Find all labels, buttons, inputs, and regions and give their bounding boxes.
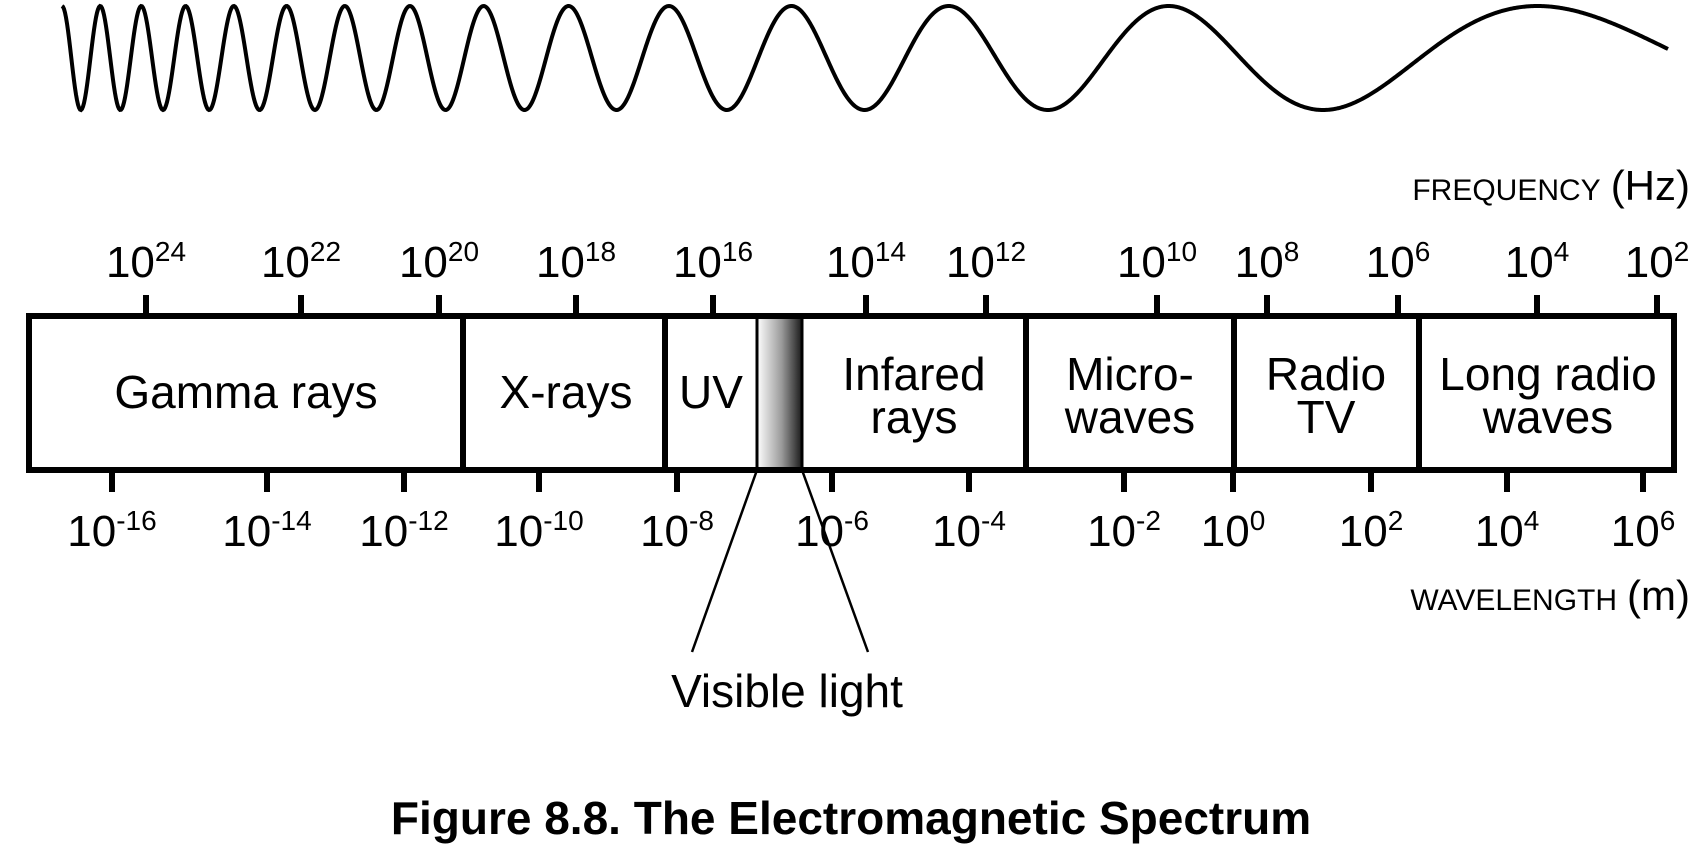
spectrum-bar (26, 313, 1677, 473)
svg-text:WAVELENGTH(m): WAVELENGTH (m) (1410, 572, 1690, 619)
band-label: Gamma rays (114, 366, 377, 418)
band-label: UV (679, 366, 743, 418)
wavelength-unit: (m) (1627, 572, 1690, 619)
band-label-line: Gamma rays (114, 366, 377, 418)
band-label-line: UV (679, 366, 743, 418)
frequency-tick-label: 104 (1505, 236, 1570, 287)
wavelength-label-text: WAVELENGTH (1410, 584, 1617, 617)
frequency-ticks: 1024 1022 1020 1018 1016 1014 1012 1010 108 106 10… (106, 236, 1689, 318)
frequency-tick-label: 1016 (673, 236, 753, 287)
band-label-line: rays (871, 391, 958, 443)
band-label-line: Infared (842, 348, 985, 400)
wavelength-tick-label: 10-6 (795, 505, 869, 556)
wavelength-tick-label: 106 (1611, 505, 1676, 556)
band-label-line: waves (1064, 391, 1195, 443)
band-label-line: Radio (1266, 348, 1386, 400)
wavelength-tick-label: 10-2 (1087, 505, 1161, 556)
svg-text:FREQUENCY(Hz): FREQUENCY (Hz) (1412, 162, 1690, 209)
frequency-tick-label: 1022 (261, 236, 341, 287)
wavelength-tick-label: 102 (1339, 505, 1404, 556)
frequency-tick-label: 108 (1235, 236, 1300, 287)
wavelength-ticks: 10-16 10-14 10-12 10-10 10-8 10-6 10-4 10-2 100 1… (67, 468, 1675, 556)
frequency-tick-label: 1020 (399, 236, 479, 287)
visible-light-pointer-left (690, 469, 759, 653)
band-label: X-rays (500, 366, 633, 418)
band-label-line: waves (1482, 391, 1613, 443)
frequency-tick-label: 106 (1366, 236, 1431, 287)
spectrum-frame (26, 313, 1677, 473)
band-label-line: Micro- (1066, 348, 1194, 400)
frequency-tick-label: 1012 (946, 236, 1026, 287)
frequency-tick-label: 1024 (106, 236, 186, 287)
wavelength-tick-label: 10-8 (640, 505, 714, 556)
frequency-tick-label: 1014 (826, 236, 906, 287)
band-label-line: Long radio (1439, 348, 1656, 400)
visible-light-callout: Visible light (671, 469, 903, 717)
band-label-line: X-rays (500, 366, 633, 418)
wavelength-tick-label: 10-16 (67, 505, 156, 556)
wavelength-tick-label: 10-12 (359, 505, 448, 556)
frequency-tick-label: 1018 (536, 236, 616, 287)
band-dividers (460, 316, 1422, 470)
wavelength-tick-label: 10-4 (932, 505, 1006, 556)
frequency-unit: (Hz) (1611, 162, 1690, 209)
band-label-line: TV (1297, 391, 1356, 443)
wavelength-tick-label: 100 (1201, 505, 1266, 556)
chirp-wave (60, 3, 1669, 113)
band-label: Micro-waves (1064, 348, 1195, 443)
frequency-axis-label: FREQUENCY (Hz) (1412, 162, 1690, 209)
frequency-tick-label: 102 (1625, 236, 1690, 287)
wavelength-tick-label: 10-14 (222, 505, 311, 556)
figure-caption: Figure 8.8. The Electromagnetic Spectrum (390, 792, 1312, 844)
visible-light-band (757, 316, 802, 470)
frequency-label-text: FREQUENCY (1412, 174, 1600, 207)
visible-light-pointer-right (800, 469, 870, 653)
frequency-tick-label: 1010 (1117, 236, 1197, 287)
visible-light-label: Visible light (671, 665, 903, 717)
wavelength-tick-label: 10-10 (494, 505, 583, 556)
wavelength-axis-label: WAVELENGTH (m) (1410, 572, 1690, 619)
wavelength-tick-label: 104 (1475, 505, 1540, 556)
